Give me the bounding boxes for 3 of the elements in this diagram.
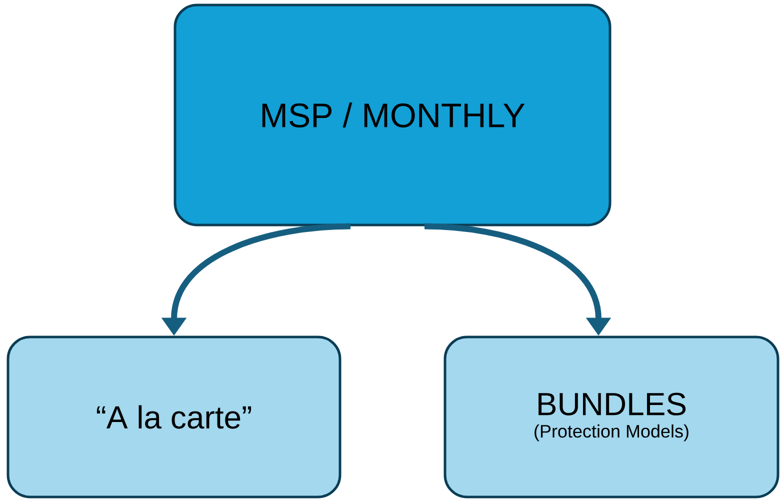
process-box: BUNDLES (Protection Models) bbox=[444, 336, 780, 498]
process-box: MSP / MONTHLY bbox=[174, 4, 612, 226]
process-box: “A la carte” bbox=[6, 336, 342, 498]
